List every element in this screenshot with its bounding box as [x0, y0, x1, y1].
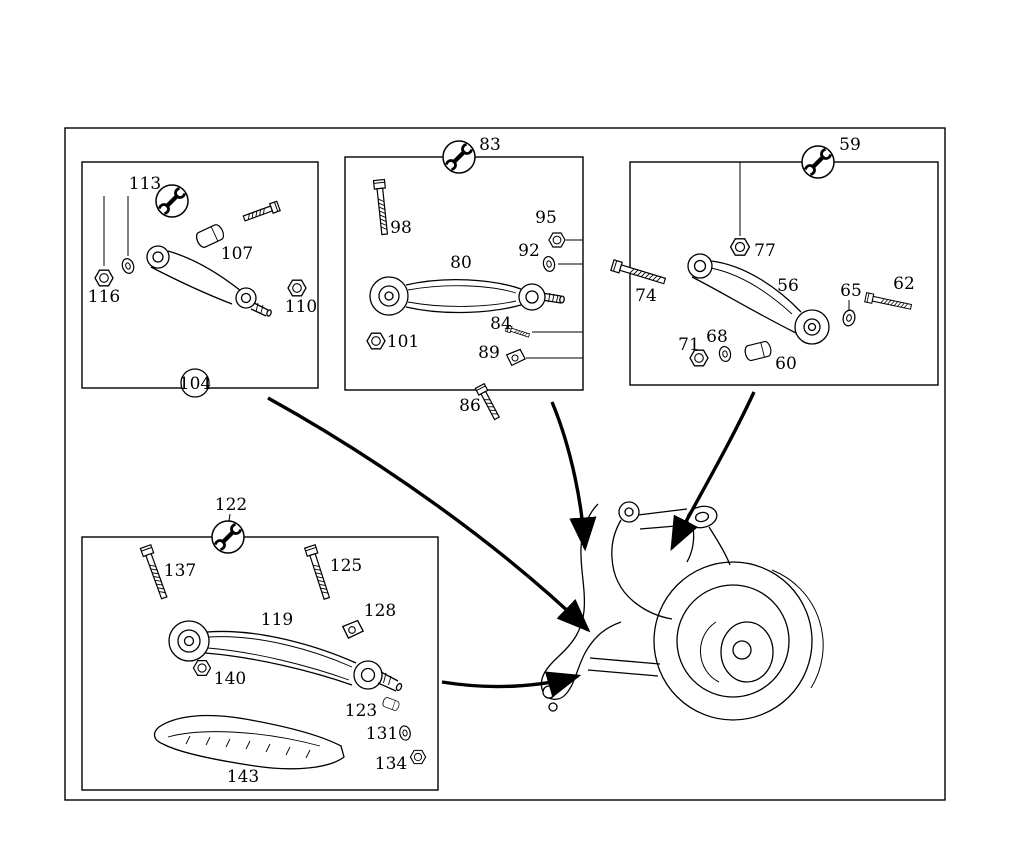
callout-104: 104	[179, 374, 211, 394]
nut-110	[287, 279, 307, 297]
washer-icon	[119, 256, 137, 276]
nut-140	[192, 659, 212, 677]
nut-134	[409, 749, 427, 765]
callout-62: 62	[893, 274, 915, 294]
callout-86: 86	[459, 396, 481, 416]
bolt-98	[372, 178, 391, 236]
group-box-122: 122 137 125 128 119 140 123 131 134	[81, 495, 439, 791]
bushing-60	[743, 339, 773, 363]
control-arm-119	[168, 620, 403, 692]
pointer-arrow	[441, 671, 582, 698]
callout-143: 143	[227, 767, 259, 787]
callout-98: 98	[390, 218, 412, 238]
callout-131: 131	[366, 724, 398, 744]
nut-116	[94, 269, 114, 287]
callout-65: 65	[840, 281, 862, 301]
callout-59: 59	[839, 135, 861, 155]
bolt-74	[610, 259, 667, 287]
callout-77: 77	[754, 241, 776, 261]
washer-92	[541, 254, 557, 274]
group-box-83: 83 98 80 101 95 92 84 89 86	[344, 135, 584, 422]
wheel-outline	[653, 561, 813, 721]
pointer-arrow	[267, 396, 591, 633]
callout-137: 137	[164, 561, 196, 581]
callout-83: 83	[479, 135, 501, 155]
callout-74: 74	[635, 286, 657, 306]
callout-101: 101	[387, 332, 419, 352]
bolt-62	[864, 292, 913, 312]
part-badge-circle	[180, 368, 210, 398]
callout-113: 113	[129, 174, 161, 194]
diagram-frame	[64, 127, 946, 801]
nut-77	[729, 238, 751, 256]
callout-125: 125	[330, 556, 362, 576]
callout-140: 140	[214, 669, 246, 689]
callout-123: 123	[345, 701, 377, 721]
clip-128	[341, 619, 365, 640]
callout-68: 68	[706, 327, 728, 347]
wrench-icon	[212, 521, 244, 553]
wrench-icon	[443, 141, 475, 173]
clip-89	[505, 348, 527, 367]
callout-128: 128	[364, 601, 396, 621]
callout-95: 95	[535, 208, 557, 228]
group-box-59: 59 77 74 56 65 62 71 68 60	[610, 135, 939, 386]
callout-60: 60	[775, 354, 797, 374]
callout-107: 107	[221, 244, 253, 264]
cover-strip-143	[153, 714, 345, 770]
wrench-icon	[802, 146, 834, 178]
pointer-arrows	[267, 391, 756, 698]
callout-80: 80	[450, 253, 472, 273]
callout-134: 134	[375, 754, 407, 774]
bushing-123	[381, 696, 401, 712]
washer-68	[717, 345, 733, 363]
callout-71: 71	[678, 335, 700, 355]
group-box-104: 113 116 107 110 104	[81, 161, 319, 398]
control-arm-80	[369, 276, 565, 316]
washer-131	[398, 724, 412, 742]
pointer-arrow	[550, 401, 597, 552]
pointer-arrow	[670, 391, 756, 552]
nut-101	[366, 332, 386, 350]
link-arm-small	[146, 245, 272, 317]
callout-122: 122	[215, 495, 247, 515]
callout-56: 56	[777, 276, 799, 296]
callout-116: 116	[88, 287, 120, 307]
callout-110: 110	[285, 297, 317, 317]
callout-84: 84	[490, 314, 512, 334]
bolt-125	[304, 544, 333, 601]
washer-65	[841, 308, 857, 328]
callout-119: 119	[261, 610, 293, 630]
nut-95	[548, 232, 566, 248]
control-arm-56	[687, 253, 830, 345]
bolt-icon	[241, 200, 281, 224]
callout-89: 89	[478, 343, 500, 363]
callout-92: 92	[518, 241, 540, 261]
